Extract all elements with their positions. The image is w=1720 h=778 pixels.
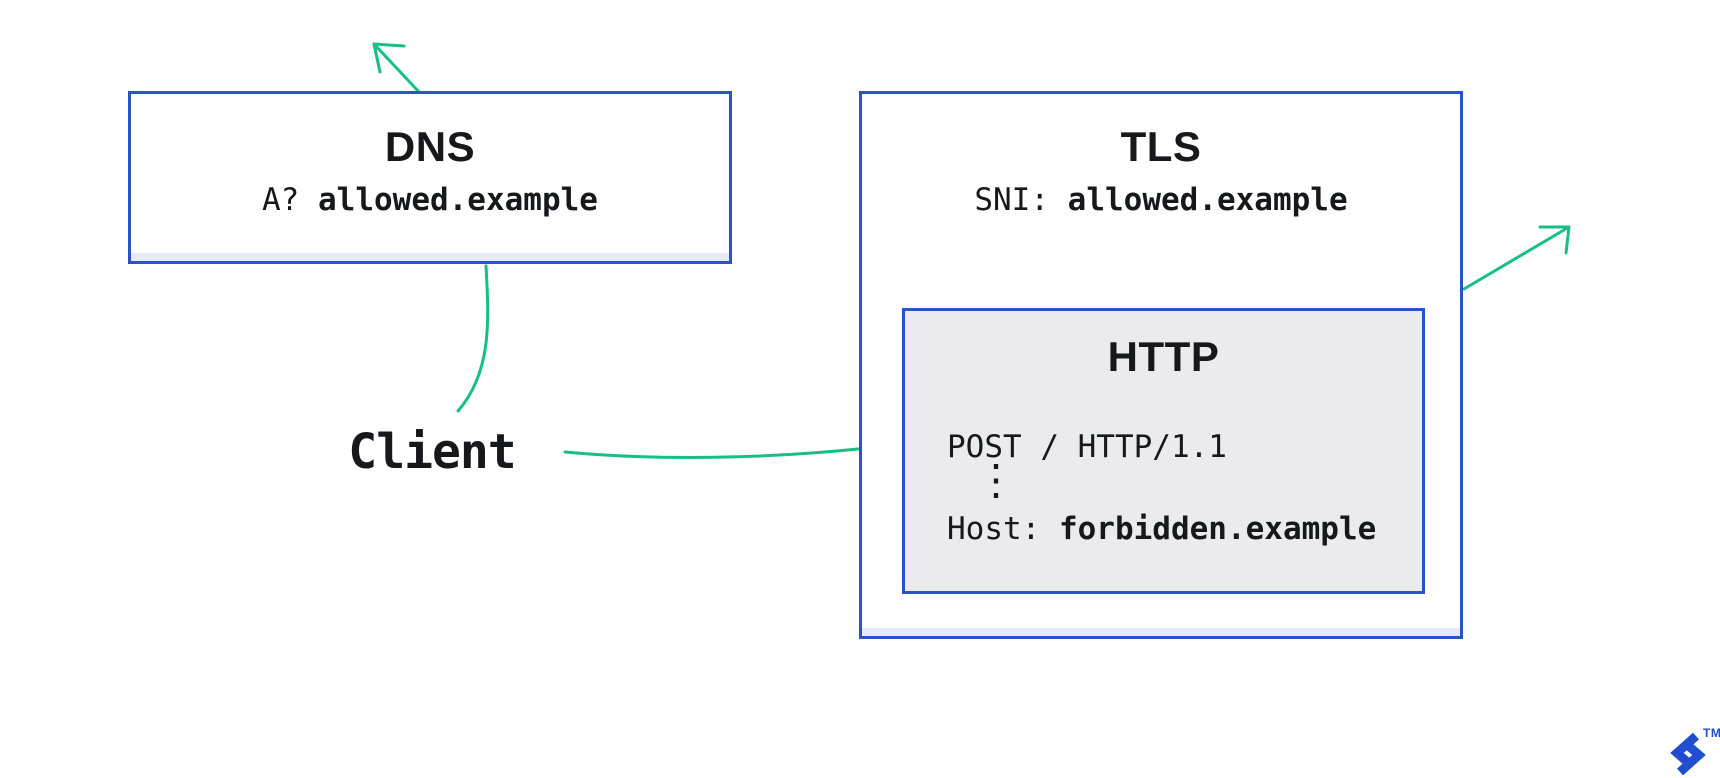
http-host-label: Host: bbox=[947, 511, 1041, 547]
http-ellipsis: ⋮ bbox=[975, 455, 1017, 504]
dns-box: DNS A? allowed.example bbox=[128, 91, 732, 264]
http-box-title: HTTP bbox=[1107, 333, 1220, 380]
dns-query-label: A? bbox=[262, 182, 300, 219]
tls-box-stack-edge bbox=[859, 628, 1463, 639]
client-to-dns-curve-icon bbox=[456, 264, 490, 413]
tls-box: TLS SNI: allowed.example HTTP POST / HTTP… bbox=[859, 91, 1463, 639]
tls-box-title: TLS bbox=[1120, 123, 1202, 170]
http-request-line: POST / HTTP/1.1 bbox=[947, 429, 1227, 465]
dns-query-hostname: allowed.example bbox=[318, 182, 598, 219]
trademark-label: TM bbox=[1703, 726, 1720, 740]
tls-sni-label: SNI: bbox=[974, 182, 1050, 219]
tls-sni-hostname: allowed.example bbox=[1067, 182, 1348, 219]
client-to-tls-curve-icon bbox=[563, 447, 860, 459]
brand-logo: TM bbox=[1670, 726, 1720, 778]
dns-query-line: A? allowed.example bbox=[262, 182, 598, 219]
http-host-line: Host: forbidden.example bbox=[947, 511, 1376, 547]
dns-box-stack-edge bbox=[128, 253, 732, 264]
brand-logo-icon bbox=[1670, 733, 1706, 775]
tls-outgoing-arrow-icon bbox=[1462, 225, 1571, 291]
tls-sni-line: SNI: allowed.example bbox=[974, 182, 1347, 219]
client-label: Client bbox=[348, 424, 516, 480]
http-host-hostname: forbidden.example bbox=[1058, 511, 1377, 547]
dns-outgoing-arrow-icon bbox=[372, 42, 422, 95]
http-box: HTTP POST / HTTP/1.1 ⋮ Host: forbidden.ex… bbox=[902, 308, 1425, 594]
dns-box-title: DNS bbox=[384, 123, 476, 170]
